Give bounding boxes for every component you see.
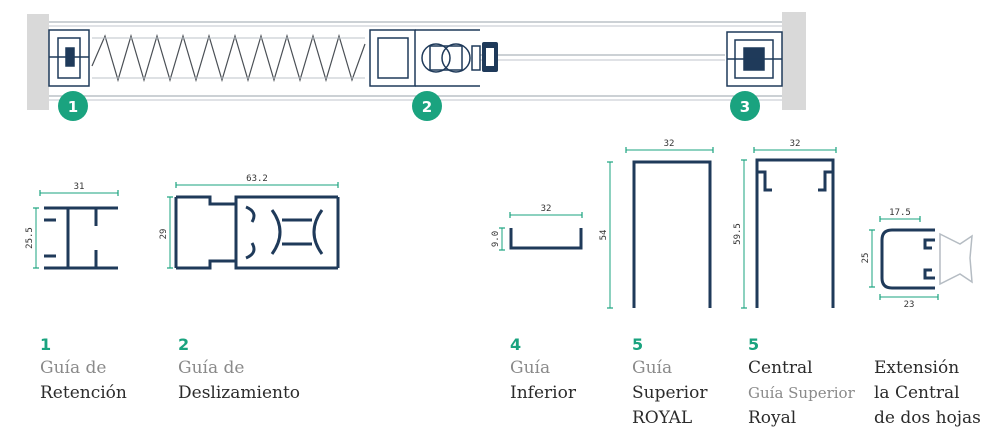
assembly-central-profile [726,31,783,87]
label-extension: Extensión la Central de dos hojas [874,356,981,431]
left-wall [27,14,49,110]
label-upper-royal-line2: Superior [632,383,708,403]
profile-lower-drawing: 32 9.0 [491,204,583,251]
badge-2: 2 [412,91,442,121]
label-upper-royal-line1: Guía [632,358,673,378]
profile-extension-drawing: 17.5 23 25 [861,208,973,310]
label-upper-royal-number: 5 [632,335,644,354]
label-retention-line1: Guía de [40,358,107,378]
svg-text:2: 2 [422,98,432,116]
label-lower-number: 4 [510,335,522,354]
label-sliding: 2 Guía de Deslizamiento [178,334,300,406]
badge-3: 3 [730,91,760,121]
label-lower-line2: Inferior [510,383,576,403]
label-retention-number: 1 [40,335,52,354]
profile-sliding-drawing: 63.2 29 [159,174,340,270]
label-central-line2: Guía Superior [748,384,855,402]
right-wall [782,12,806,110]
label-sliding-number: 2 [178,335,190,354]
svg-text:1: 1 [68,98,78,116]
label-central-line3: Royal [748,408,797,428]
dim-height-lower: 9.0 [491,231,501,247]
assembly-retention-profile [48,29,90,87]
assembly-sliding-profile [369,29,481,87]
label-upper-royal-line3: ROYAL [632,408,693,428]
profile-upper-royal-drawing: 32 54 [599,139,714,309]
dim-height-sliding: 29 [159,229,169,240]
label-retention-line2: Retención [40,383,127,403]
label-extension-line1: Extensión [874,358,960,378]
dim-width-upper: 32 [664,139,675,149]
dim-width-lower: 32 [541,204,552,214]
badge-1: 1 [58,91,88,121]
dim-width-sliding: 63.2 [246,174,268,184]
dim-width-central: 32 [790,139,801,149]
dim-width2-extension: 23 [904,300,915,310]
assembly-section-view: 1 2 3 [27,12,806,121]
profile-retention-drawing: 31 25.5 [25,182,119,270]
label-central-number: 5 [748,335,760,354]
dim-width-extension: 17.5 [889,208,911,218]
label-sliding-line1: Guía de [178,358,245,378]
svg-text:3: 3 [740,98,750,116]
dim-height-central: 59.5 [733,223,743,245]
spring [91,33,366,83]
dim-height-retention: 25.5 [25,227,35,249]
label-extension-line3: de dos hojas [874,408,981,428]
dim-height-extension: 25 [861,253,871,264]
label-extension-line2: la Central [874,383,960,403]
label-lower-line1: Guía [510,358,551,378]
label-upper-royal: 5 Guía Superior ROYAL [632,334,707,431]
label-central-line1: Central [748,358,813,378]
profile-central-drawing: 32 59.5 [733,139,837,309]
dim-height-upper: 54 [599,230,609,241]
label-retention: 1 Guía de Retención [40,334,127,406]
assembly-connector [482,42,498,72]
dim-width-retention: 31 [74,182,85,192]
label-sliding-line2: Deslizamiento [178,383,301,403]
label-lower: 4 Guía Inferior [510,334,576,406]
label-central: 5 Central Guía Superior Royal [748,334,855,431]
